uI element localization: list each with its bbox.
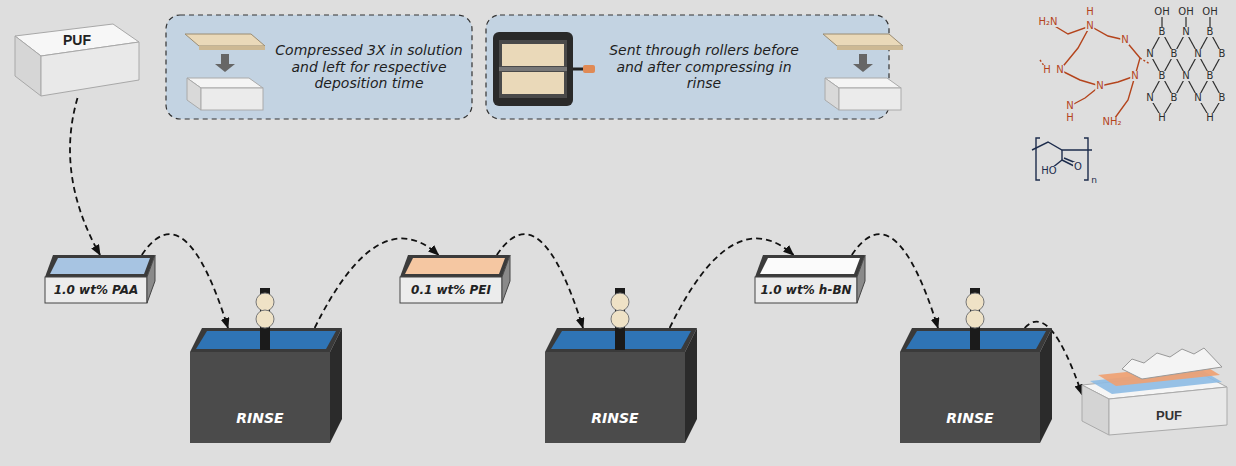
node-text: 1.0 wt% PAA [54, 283, 139, 297]
atom-label: NH₂ [1101, 117, 1122, 127]
atom-label: N [1145, 49, 1154, 59]
text-area: RINSE [545, 396, 685, 440]
atom-label: B [1158, 27, 1167, 37]
text-area: RINSE [190, 396, 330, 440]
atom-label: H [1157, 113, 1167, 123]
atom-label: H [1042, 65, 1052, 75]
atom-label: N [1065, 101, 1074, 111]
atom-label: n [1090, 176, 1098, 185]
atom-label: N [1120, 35, 1129, 45]
atom-label: N [1193, 49, 1202, 59]
callout-panel: Compressed 3X in solution and left for r… [165, 14, 473, 120]
atom-label: N [1055, 65, 1064, 75]
atom-label: N [1181, 71, 1190, 81]
atom-label: N [1130, 71, 1139, 81]
node-text: 0.1 wt% PEI [411, 283, 491, 297]
text-area: Sent through rollers before and after co… [599, 22, 809, 112]
rinse-tank: RINSE [900, 328, 1052, 443]
atom-label: B [1170, 49, 1179, 59]
dashed-arrow [142, 234, 228, 328]
atom-label: B [1218, 49, 1227, 59]
text-area: PUF [1114, 401, 1224, 431]
atom-label: OH [1153, 7, 1170, 17]
atom-label: H [1085, 7, 1095, 17]
atom-label: B [1218, 93, 1227, 103]
text-area: PUF [33, 26, 121, 54]
foam-block: PUF [1082, 345, 1227, 435]
pei-structure [1040, 22, 1150, 122]
node-shape [1082, 345, 1227, 435]
node-shape [900, 328, 1052, 443]
atom-label: OH [1201, 7, 1218, 17]
atom-label: B [1206, 71, 1215, 81]
dashed-arrow [497, 234, 583, 328]
atom-label: HO [1040, 166, 1057, 176]
rinse-tank: RINSE [190, 328, 342, 443]
atom-label: B [1158, 71, 1167, 81]
atom-label: N [1095, 81, 1104, 91]
atom-label: N [1193, 93, 1202, 103]
dashed-arrow [70, 98, 100, 255]
node-text: RINSE [591, 410, 638, 427]
hbn-bonds [1150, 12, 1222, 118]
node-text: 1.0 wt% h-BN [760, 283, 851, 297]
node-text: PUF [63, 32, 91, 49]
text-area: 1.0 wt% h-BN [755, 277, 857, 303]
atom-label: OH [1177, 7, 1194, 17]
node-text: PUF [1156, 408, 1182, 424]
atom-label: H [1205, 113, 1215, 123]
node-shape [190, 328, 342, 443]
node-text: Sent through rollers before and after co… [599, 42, 809, 92]
atom-label: B [1206, 27, 1215, 37]
node-text: RINSE [946, 410, 993, 427]
callout-panel: Sent through rollers before and after co… [485, 14, 890, 120]
atom-label: N [1085, 21, 1094, 31]
text-area: 1.0 wt% PAA [45, 277, 147, 303]
node-text: RINSE [236, 410, 283, 427]
atom-label: N [1145, 93, 1154, 103]
solution-tray: 1.0 wt% h-BN [755, 255, 865, 303]
text-area: Compressed 3X in solution and left for r… [273, 22, 465, 112]
atom-label: H₂N [1037, 17, 1058, 27]
foam-block: PUF [15, 22, 140, 98]
dashed-arrow [852, 234, 938, 328]
node-shape [545, 328, 697, 443]
atom-label: N [1181, 27, 1190, 37]
text-area: RINSE [900, 396, 1040, 440]
rinse-tank: RINSE [545, 328, 697, 443]
solution-tray: 0.1 wt% PEI [400, 255, 510, 303]
atom-label: B [1170, 93, 1179, 103]
paa-structure [1032, 138, 1092, 180]
solution-tray: 1.0 wt% PAA [45, 255, 155, 303]
node-text: Compressed 3X in solution and left for r… [273, 42, 465, 92]
atom-label: H [1065, 113, 1075, 123]
text-area: 0.1 wt% PEI [400, 277, 502, 303]
atom-label: O [1073, 162, 1083, 172]
